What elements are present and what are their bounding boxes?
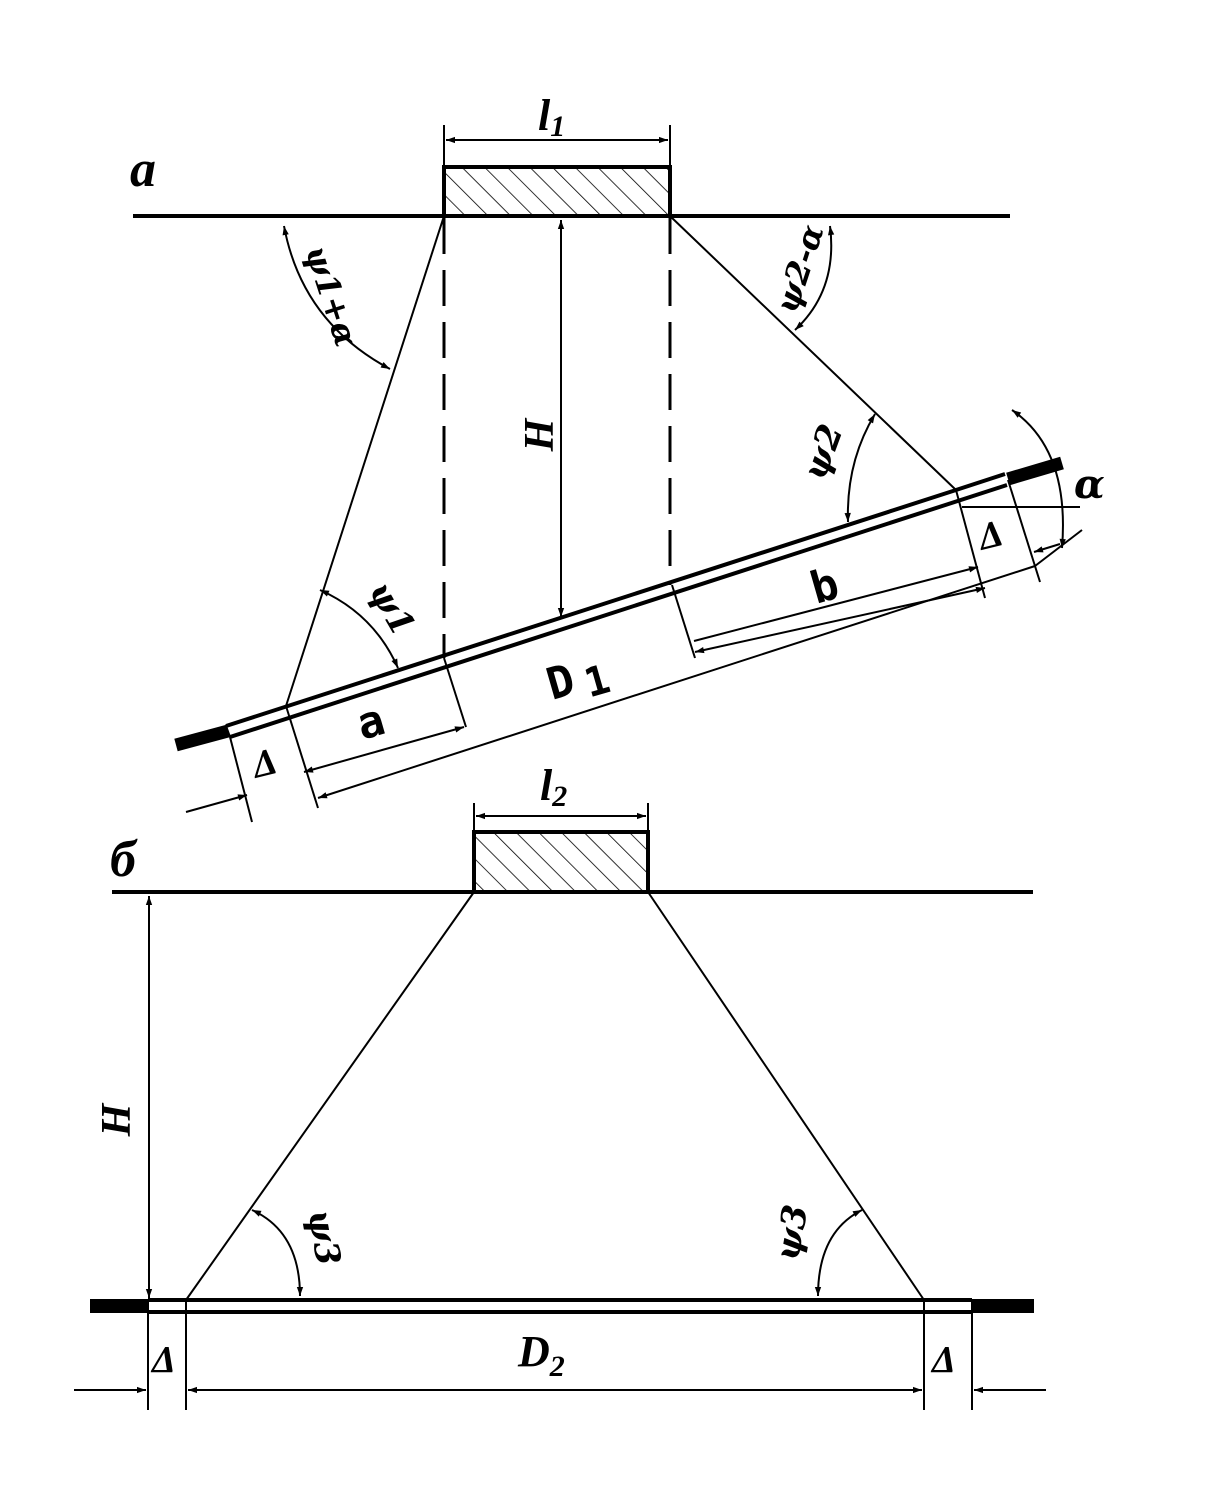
gap-label-right-a: Δ [972,512,1007,559]
hatched-block-b [472,830,650,894]
seg-a-dimension [303,726,465,773]
part-a: а l1 H ψ1+α ψ2-α ψ1 ψ2 α Δ Δ a b D1 [130,91,1105,823]
gap-label-left-a: Δ [246,740,281,787]
seg-a-label: a [351,694,391,750]
diameter-label-b: D2 [517,1327,565,1383]
diameter-dimension-a [317,565,1036,799]
angle-label-alpha: α [1074,461,1105,508]
seg-b-label: b [805,558,845,614]
part-b: б l2 H ψ3 ψ3 Δ Δ D2 [74,761,1046,1410]
angle-label-psi3-right: ψ3 [767,1202,816,1264]
gap-label-left-b: Δ [150,1339,176,1381]
angle-label-psi2: ψ2 [795,419,852,485]
width-label-a: l1 [538,91,565,143]
hatched-block-a [442,165,672,218]
height-label-a: H [517,417,563,452]
angle-label-psi1: ψ1 [360,575,422,643]
part-b-label: б [110,831,138,888]
angle-label-psi1-plus-alpha: ψ1+α [297,241,365,351]
angle-label-psi3-left: ψ3 [299,1207,348,1269]
width-label-b: l2 [540,761,567,813]
angle-label-psi2-minus-alpha: ψ2-α [767,220,831,318]
height-label-b: H [94,1102,140,1137]
part-a-label: а [130,141,156,198]
gap-label-right-b: Δ [930,1339,956,1381]
pipe-end-left [174,724,230,752]
